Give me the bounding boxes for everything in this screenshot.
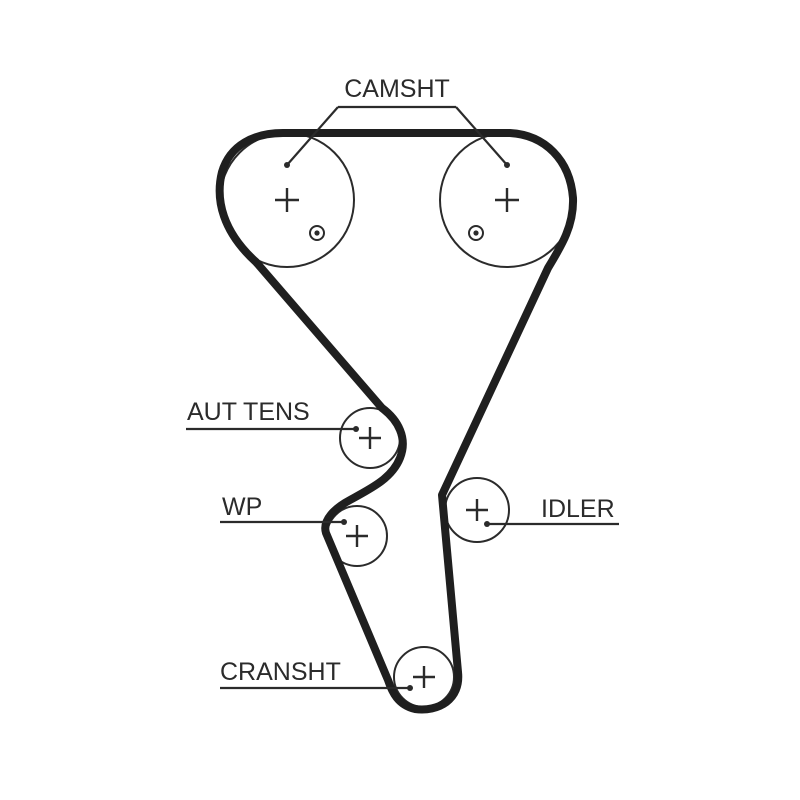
crankshaft-leader	[220, 685, 413, 691]
idler-leader	[484, 521, 619, 527]
camshaft-leader	[284, 105, 510, 168]
crankshaft-label: CRANSHT	[220, 658, 341, 686]
auto-tensioner-leader	[186, 426, 359, 432]
water-pump-label: WP	[222, 493, 262, 521]
timing-mark-right-icon	[468, 225, 484, 241]
idler-center-icon	[466, 499, 488, 521]
camshaft-right-center-icon	[495, 188, 519, 212]
water-pump-leader	[220, 519, 347, 525]
idler-label: IDLER	[541, 495, 615, 523]
water-pump-center-icon	[346, 525, 368, 547]
auto-tensioner-center-icon	[359, 427, 381, 449]
crankshaft-center-icon	[413, 666, 435, 688]
camshaft-left-center-icon	[275, 188, 299, 212]
timing-belt	[215, 129, 578, 714]
auto-tensioner-label: AUT TENS	[187, 398, 310, 426]
timing-mark-left-icon	[309, 225, 325, 241]
camshaft-label: CAMSHT	[344, 75, 450, 103]
